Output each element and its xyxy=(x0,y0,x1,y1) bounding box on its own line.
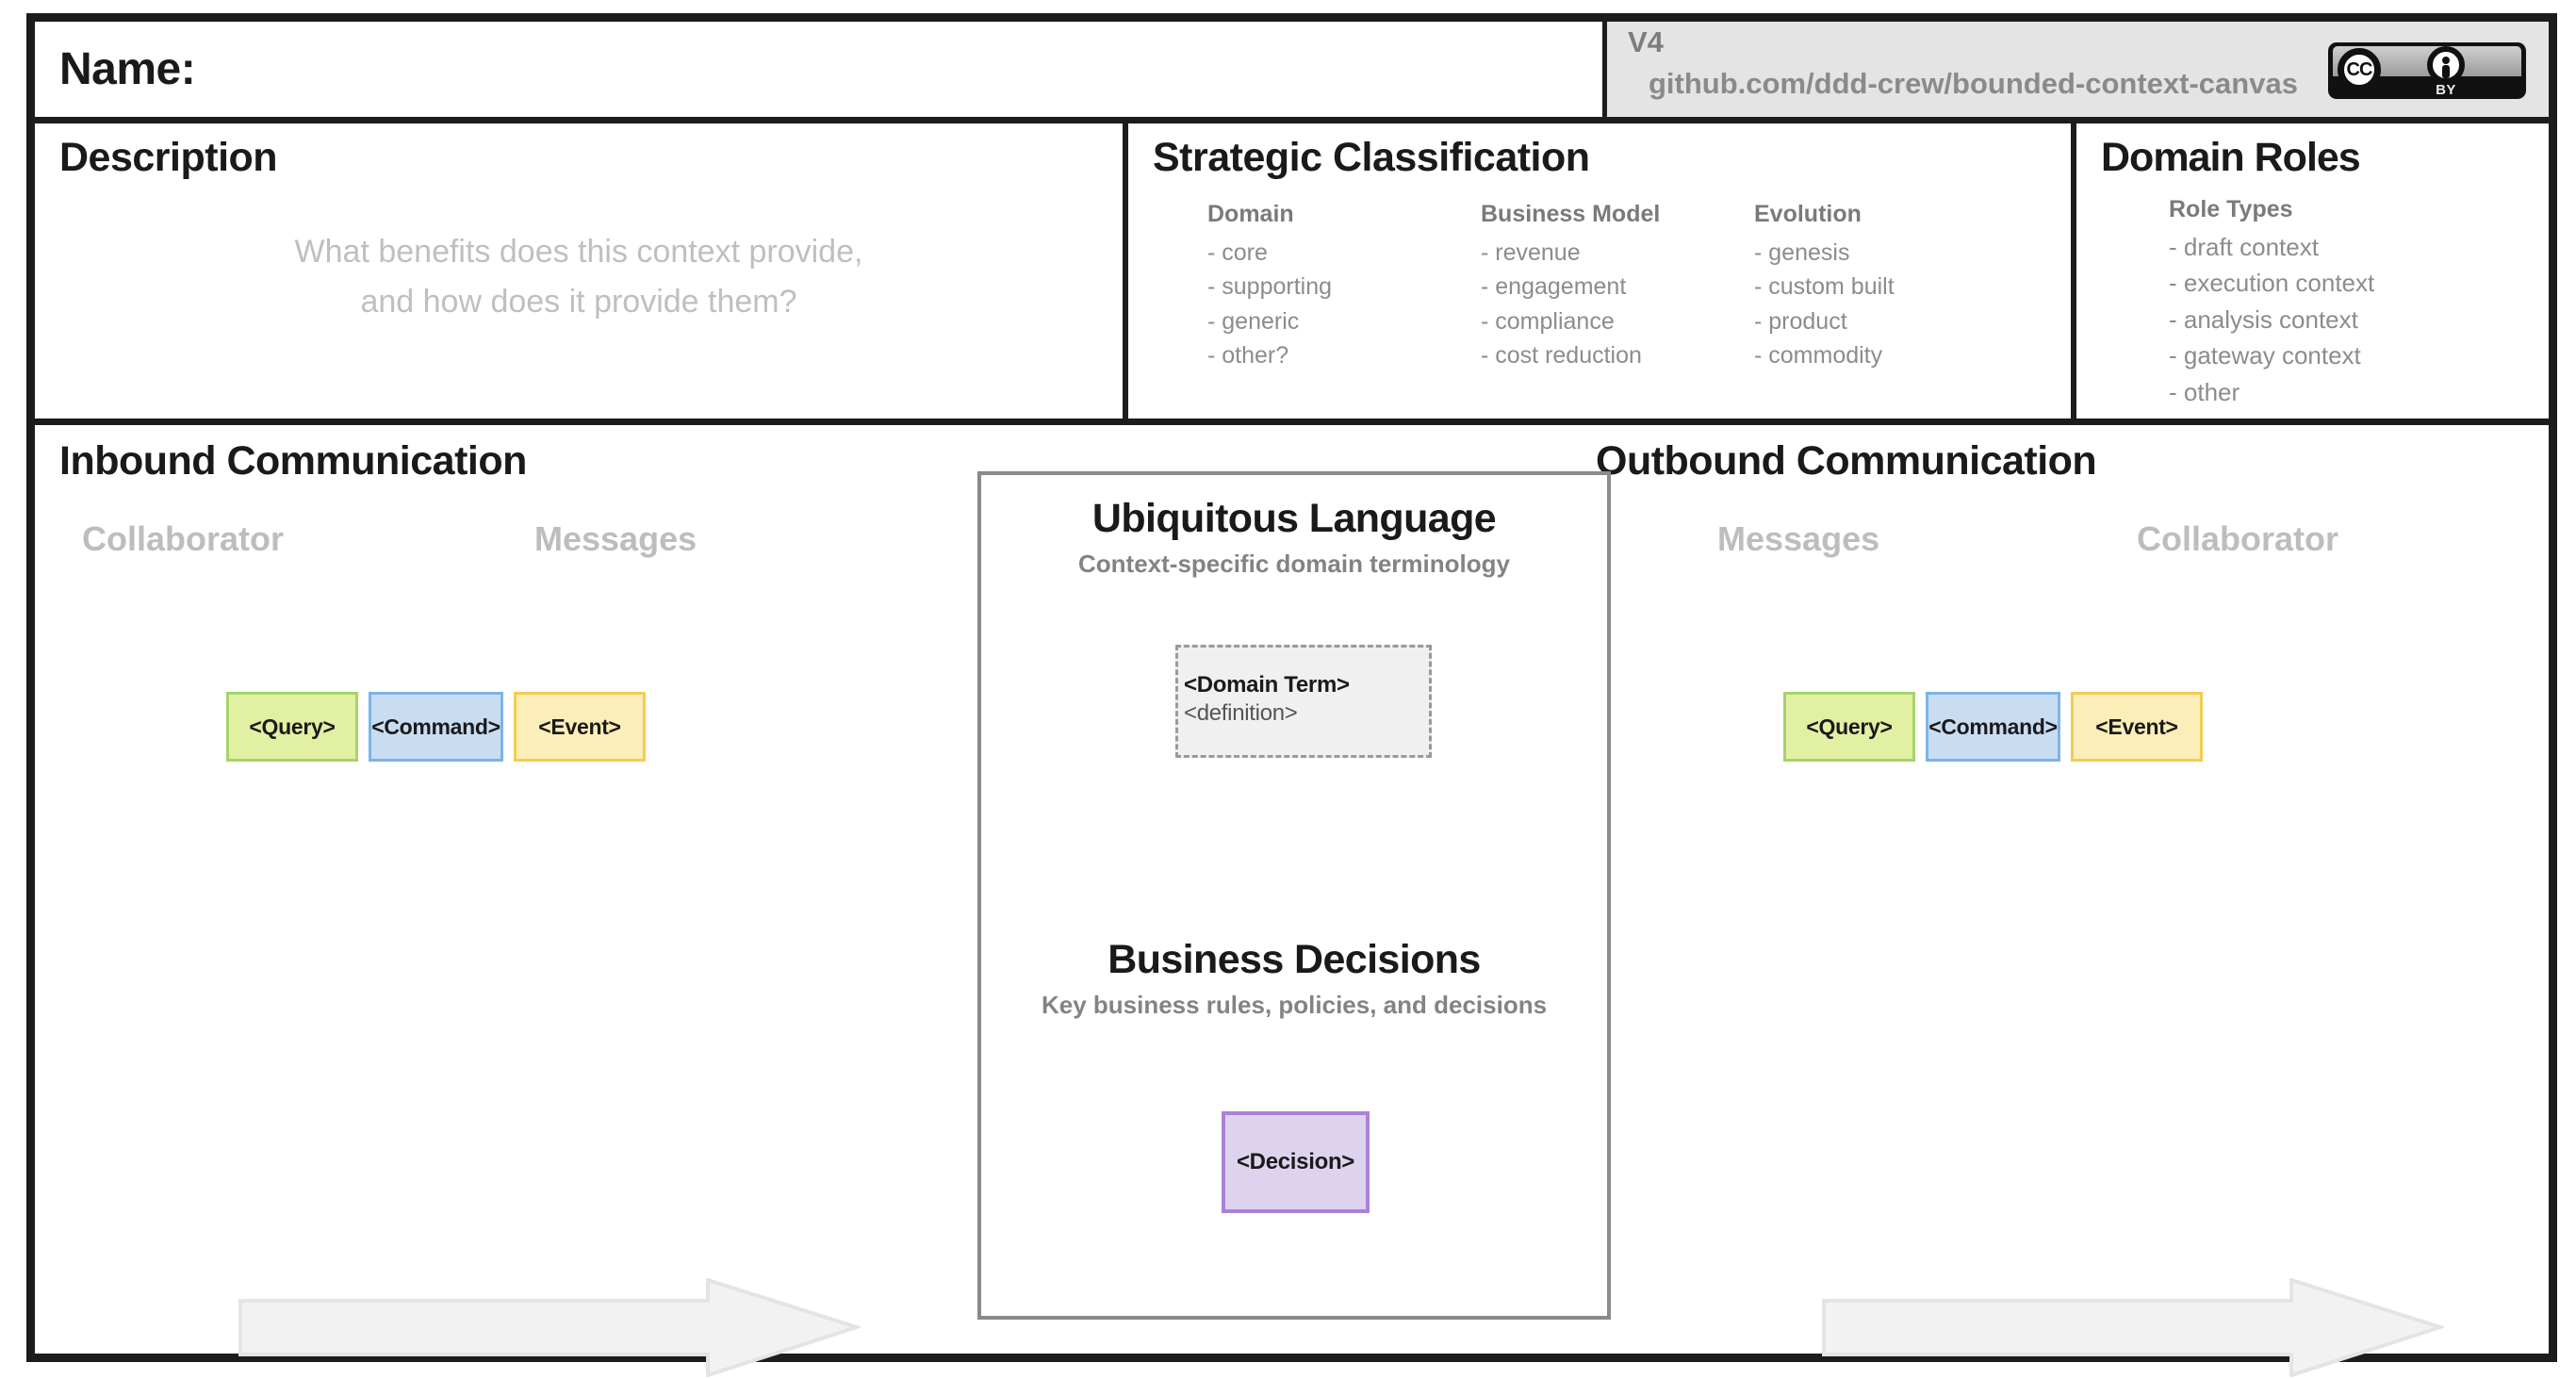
version-cell: V4 github.com/ddd-crew/bounded-context-c… xyxy=(1607,22,2549,117)
domain-roles-title: Domain Roles xyxy=(2101,135,2361,180)
name-cell[interactable]: Name: xyxy=(35,22,1607,117)
version-label: V4 xyxy=(1628,25,1664,58)
option-item[interactable]: - custom built xyxy=(1754,273,1895,301)
outbound-event-chip[interactable]: <Event> xyxy=(2071,692,2203,762)
communication-row: Inbound Communication Outbound Communica… xyxy=(35,425,2549,1378)
name-label: Name: xyxy=(59,44,196,94)
center-panel: Ubiquitous Language Context-specific dom… xyxy=(977,471,1611,1320)
inbound-command-chip[interactable]: <Command> xyxy=(369,692,503,762)
business-decisions-block: Business Decisions Key business rules, p… xyxy=(981,937,1607,1020)
strategic-column-evolution: Evolution - genesis - custom built - pro… xyxy=(1754,201,1980,372)
domain-term-card[interactable]: <Domain Term> <definition> xyxy=(1175,645,1432,758)
option-item[interactable]: - commodity xyxy=(1754,341,1883,369)
business-decisions-title: Business Decisions xyxy=(1108,937,1481,982)
outbound-messages-label: Messages xyxy=(1717,519,1880,558)
domain-term-definition: <definition> xyxy=(1184,700,1298,726)
attribution-person-icon xyxy=(2427,46,2465,84)
option-item[interactable]: - core xyxy=(1207,239,1268,266)
strategic-column-domain: Domain - core - supporting - generic - o… xyxy=(1207,201,1481,372)
column-heading: Business Model xyxy=(1481,201,1661,227)
role-item[interactable]: - other xyxy=(2169,377,2240,406)
domain-roles-cell[interactable]: Domain Roles Role Types - draft context … xyxy=(2076,123,2549,419)
repo-url-link[interactable]: github.com/ddd-crew/bounded-context-canv… xyxy=(1649,67,2298,100)
option-item[interactable]: - generic xyxy=(1207,307,1300,335)
role-types-heading: Role Types xyxy=(2169,196,2293,222)
outbound-query-chip[interactable]: <Query> xyxy=(1783,692,1915,762)
outbound-flow-arrow-icon xyxy=(1822,1277,2447,1379)
outbound-message-chips: <Query> <Command> <Event> xyxy=(1783,692,2203,762)
person-body-shape xyxy=(2442,65,2450,78)
ubiquitous-language-subtitle: Context-specific domain terminology xyxy=(1078,550,1510,578)
inbound-messages-label: Messages xyxy=(534,519,697,558)
name-row: Name: V4 github.com/ddd-crew/bounded-con… xyxy=(35,22,2549,123)
cc-logo-icon: CC xyxy=(2338,48,2381,91)
option-item[interactable]: - supporting xyxy=(1207,273,1333,301)
description-cell[interactable]: Description What benefits does this cont… xyxy=(35,123,1128,419)
cc-by-label: BY xyxy=(2436,82,2456,98)
option-item[interactable]: - other? xyxy=(1207,341,1289,369)
cc-by-license-icon[interactable]: CC BY xyxy=(2328,42,2526,99)
option-item[interactable]: - revenue xyxy=(1481,239,1581,266)
inbound-communication-title: Inbound Communication xyxy=(59,438,527,484)
domain-term-label: <Domain Term> xyxy=(1184,672,1350,698)
option-item[interactable]: - genesis xyxy=(1754,239,1850,266)
role-item[interactable]: - analysis context xyxy=(2169,304,2358,334)
ubiquitous-language-title: Ubiquitous Language xyxy=(1091,496,1497,541)
column-heading: Evolution xyxy=(1754,201,1862,227)
option-item[interactable]: - cost reduction xyxy=(1481,341,1642,369)
inbound-message-chips: <Query> <Command> <Event> xyxy=(226,692,646,762)
strategic-classification-columns: Domain - core - supporting - generic - o… xyxy=(1207,201,1980,372)
inbound-flow-arrow-icon xyxy=(238,1277,863,1379)
inbound-event-chip[interactable]: <Event> xyxy=(514,692,646,762)
classification-row: Description What benefits does this cont… xyxy=(35,123,2549,425)
outbound-collaborator-label: Collaborator xyxy=(2137,519,2339,558)
description-title: Description xyxy=(59,135,278,180)
description-placeholder-line1: What benefits does this context provide, xyxy=(294,234,863,270)
domain-roles-list: Role Types - draft context - execution c… xyxy=(2169,196,2374,410)
role-item[interactable]: - gateway context xyxy=(2169,341,2361,370)
description-placeholder: What benefits does this context provide,… xyxy=(35,227,1123,326)
decision-card[interactable]: <Decision> xyxy=(1222,1111,1370,1213)
inbound-query-chip[interactable]: <Query> xyxy=(226,692,358,762)
strategic-classification-cell[interactable]: Strategic Classification Domain - core -… xyxy=(1128,123,2076,419)
role-item[interactable]: - execution context xyxy=(2169,269,2375,298)
inbound-collaborator-label: Collaborator xyxy=(82,519,285,558)
option-item[interactable]: - compliance xyxy=(1481,307,1615,335)
column-heading: Domain xyxy=(1207,201,1294,227)
strategic-classification-title: Strategic Classification xyxy=(1153,135,1590,180)
role-item[interactable]: - draft context xyxy=(2169,233,2319,261)
business-decisions-subtitle: Key business rules, policies, and decisi… xyxy=(1041,991,1548,1019)
person-head-shape xyxy=(2442,57,2450,64)
description-placeholder-line2: and how does it provide them? xyxy=(360,283,797,320)
option-item[interactable]: - product xyxy=(1754,307,1847,335)
option-item[interactable]: - engagement xyxy=(1481,273,1627,301)
outbound-communication-title: Outbound Communication xyxy=(1596,438,2097,484)
strategic-column-business-model: Business Model - revenue - engagement - … xyxy=(1481,201,1754,372)
outbound-command-chip[interactable]: <Command> xyxy=(1926,692,2060,762)
